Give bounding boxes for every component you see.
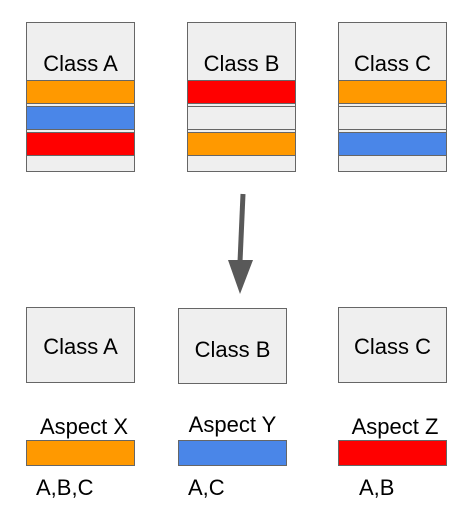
- aspect-x-label: Aspect X: [39, 414, 129, 439]
- aspect-z-classes: A,B: [359, 475, 395, 500]
- aspect-stripe: [339, 132, 446, 156]
- empty-stripe: [188, 106, 295, 130]
- aspect-stripe: [27, 80, 134, 104]
- aspect-y-label: Aspect Y: [188, 412, 277, 437]
- aspect-z-label: Aspect Z: [351, 414, 439, 439]
- aspect-z-bar: [338, 440, 447, 466]
- aspect-stripe: [188, 80, 295, 104]
- bottom-class-box-c: Class C: [338, 307, 447, 383]
- aspect-y-bar: [178, 440, 287, 466]
- aspect-y-classes: A,C: [188, 475, 225, 500]
- top-class-box-a: Class A: [26, 22, 135, 172]
- aspect-x-bar: [26, 440, 135, 466]
- bottom-class-title: Class B: [194, 337, 271, 362]
- bottom-class-title: Class A: [43, 334, 118, 359]
- top-class-title: Class B: [203, 51, 280, 76]
- bottom-class-title: Class C: [353, 334, 431, 359]
- top-class-box-c: Class C: [338, 22, 447, 172]
- aspect-stripe: [27, 106, 134, 130]
- top-class-title: Class C: [353, 51, 431, 76]
- aspect-x-classes: A,B,C: [36, 475, 94, 500]
- bottom-class-box-a: Class A: [26, 307, 135, 383]
- empty-stripe: [339, 106, 446, 130]
- bottom-class-box-b: Class B: [178, 308, 287, 384]
- top-class-box-b: Class B: [187, 22, 296, 172]
- aspect-stripe: [27, 132, 134, 156]
- aspect-stripe: [339, 80, 446, 104]
- aspect-stripe: [188, 132, 295, 156]
- top-class-title: Class A: [43, 51, 118, 76]
